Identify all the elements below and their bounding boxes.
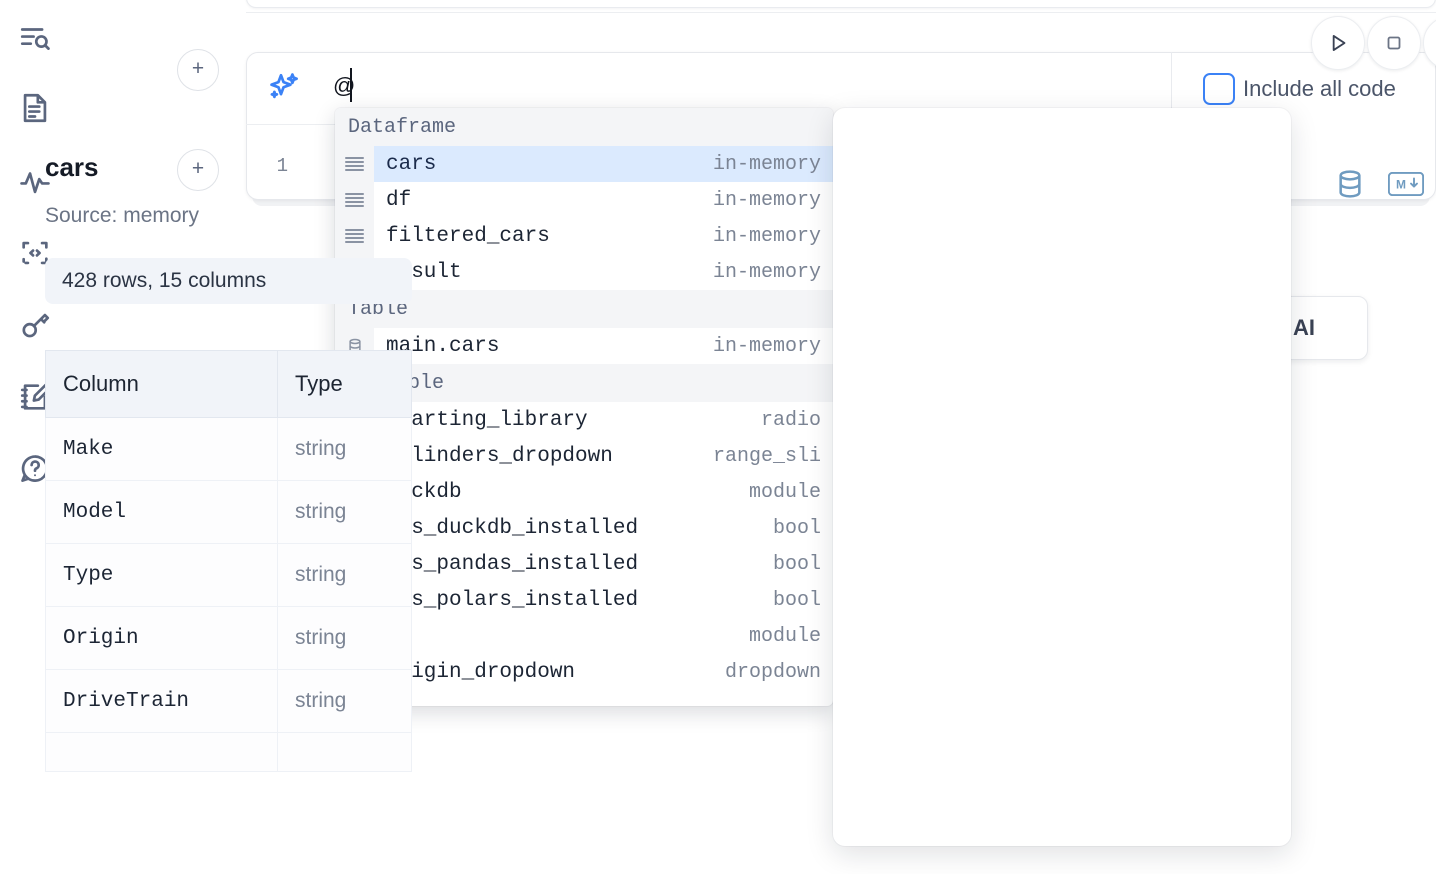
- column-header-type: Type: [277, 350, 412, 418]
- autocomplete-item-meta: in-memory: [712, 152, 821, 176]
- table-header-row: Column Type: [45, 350, 412, 418]
- cell-card-above: [246, 0, 1436, 8]
- autocomplete-item-meta: module: [748, 480, 821, 504]
- autocomplete-item[interactable]: df in-memory: [335, 182, 833, 218]
- search-outline-icon[interactable]: [14, 17, 56, 59]
- autocomplete-item-meta: bool: [772, 588, 821, 612]
- dataframe-icon: [335, 218, 374, 254]
- schema-column-type: string: [277, 669, 412, 733]
- autocomplete-item-name: has_duckdb_installed: [386, 516, 639, 540]
- autocomplete-item-meta: in-memory: [712, 188, 821, 212]
- stop-button[interactable]: [1367, 16, 1421, 70]
- autocomplete-item-meta: radio: [760, 408, 821, 432]
- plus-icon: +: [191, 156, 205, 180]
- plus-icon: +: [191, 56, 205, 80]
- document-icon[interactable]: [14, 87, 56, 129]
- autocomplete-item-name: origin_dropdown: [386, 660, 576, 684]
- include-all-code-label: Include all code: [1243, 76, 1396, 101]
- autocomplete-item-meta: in-memory: [712, 334, 821, 358]
- key-icon[interactable]: [14, 304, 56, 346]
- schema-column-name: Origin: [45, 606, 278, 670]
- autocomplete-item[interactable]: main.cars in-memory: [335, 328, 833, 364]
- autocomplete-group-header: Dataframe: [335, 108, 833, 146]
- dataframe-icon: [335, 146, 374, 182]
- schema-column-name: Make: [45, 417, 278, 481]
- code-line-number: 1: [276, 155, 288, 177]
- autocomplete-item[interactable]: cars in-memory: [335, 146, 833, 182]
- autocomplete-item-name: cylinders_dropdown: [386, 444, 613, 468]
- schema-column-type: [277, 732, 412, 772]
- autocomplete-item-name: df: [386, 188, 412, 212]
- svg-text:M: M: [1396, 178, 1406, 192]
- run-button[interactable]: [1311, 16, 1365, 70]
- schema-column-type: string: [277, 417, 412, 481]
- autocomplete-item-meta: dropdown: [724, 660, 821, 684]
- preview-shape-badge: 428 rows, 15 columns: [45, 258, 412, 304]
- schema-column-type: string: [277, 543, 412, 607]
- dataframe-icon: [345, 228, 364, 244]
- dataframe-icon: [345, 156, 364, 172]
- database-icon[interactable]: [1334, 168, 1366, 205]
- schema-column-name: [45, 732, 278, 772]
- autocomplete-item-name: charting_library: [386, 408, 588, 432]
- add-cell-button-top[interactable]: +: [177, 49, 219, 91]
- autocomplete-item-meta: bool: [772, 552, 821, 576]
- dataframe-icon: [335, 182, 374, 218]
- autocomplete-item-meta: in-memory: [712, 224, 821, 248]
- autocomplete-item-meta: range_sli: [712, 444, 821, 468]
- preview-title: cars: [45, 152, 99, 182]
- autocomplete-item-name: has_polars_installed: [386, 588, 639, 612]
- add-cell-button-bottom[interactable]: +: [177, 149, 219, 191]
- column-header-column: Column: [45, 350, 278, 418]
- autocomplete-group-header: Table: [335, 290, 833, 328]
- autocomplete-item-meta: bool: [772, 516, 821, 540]
- autocomplete-item-meta: in-memory: [712, 260, 821, 284]
- schema-column-name: Type: [45, 543, 278, 607]
- include-all-code-checkbox[interactable]: [1203, 73, 1235, 105]
- markdown-icon[interactable]: M: [1387, 171, 1425, 201]
- sparkle-icon: [266, 70, 302, 106]
- ai-prompt-row[interactable]: [246, 52, 1172, 124]
- activity-pulse-icon[interactable]: [14, 161, 56, 203]
- autocomplete-item-name: filtered_cars: [386, 224, 550, 248]
- schema-column-type: string: [277, 606, 412, 670]
- generate-with-ai-label: AI: [1293, 315, 1315, 340]
- cell-above-divider: [246, 12, 1436, 13]
- ai-prompt-value[interactable]: @: [333, 73, 356, 98]
- autocomplete-item-name: has_pandas_installed: [386, 552, 639, 576]
- schema-column-name: DriveTrain: [45, 669, 278, 733]
- text-caret: [350, 68, 352, 102]
- dataframe-preview-panel: [833, 108, 1291, 846]
- autocomplete-item-name: cars: [386, 152, 437, 176]
- table-row-partial: [45, 732, 412, 772]
- autocomplete-item[interactable]: filtered_cars in-memory: [335, 218, 833, 254]
- schema-column-type: string: [277, 480, 412, 544]
- schema-column-name: Model: [45, 480, 278, 544]
- autocomplete-item-meta: module: [748, 624, 821, 648]
- preview-source: Source: memory: [45, 204, 200, 227]
- autocomplete-item-name: main.cars: [386, 334, 500, 358]
- dataframe-icon: [345, 192, 364, 208]
